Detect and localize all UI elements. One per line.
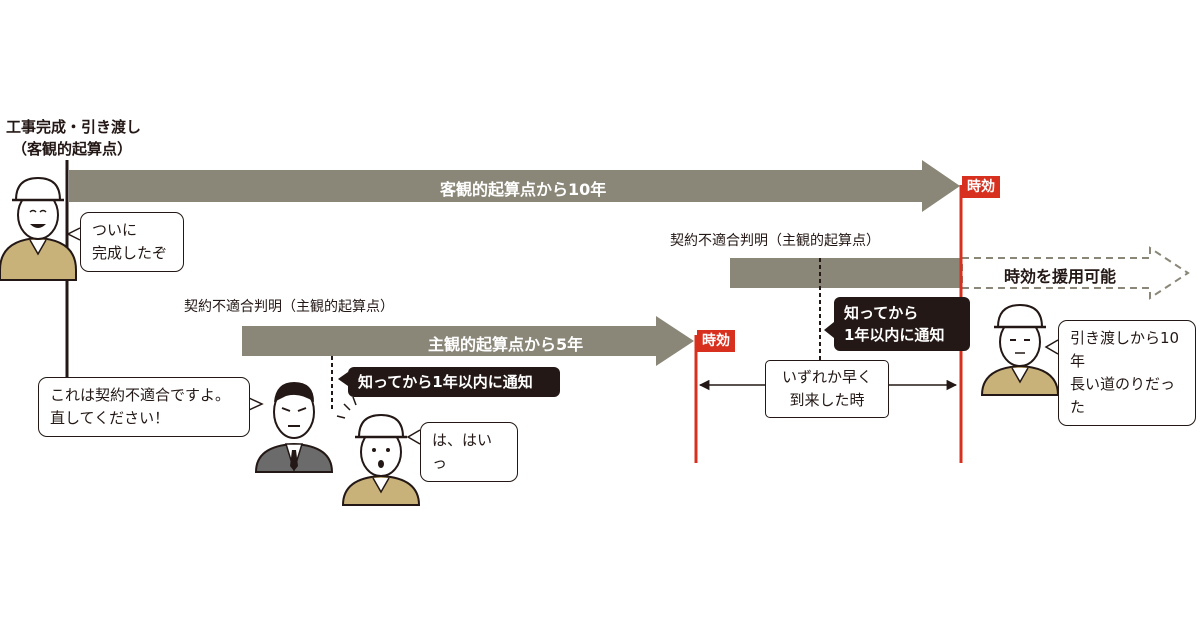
bubble-tail-late <box>1044 339 1059 355</box>
adopt-arrow-dashed <box>961 246 1190 300</box>
start-point-label: 工事完成・引き渡し （客観的起算点） <box>6 116 141 160</box>
subjective-arrow-label: 主観的起算点から5年 <box>428 335 584 354</box>
builder-happy-figure <box>0 176 77 281</box>
builder-late-line2: 長い道のりだった <box>1070 375 1176 416</box>
ten-year-limit-flag: 時効 <box>962 176 1000 198</box>
whichever-line2: 到来した時 <box>789 391 865 409</box>
builder-calm-figure <box>980 303 1060 396</box>
five-year-limit-flag: 時効 <box>697 330 735 352</box>
lower-notice-box: 知ってから1年以内に通知 <box>348 367 560 397</box>
notice-tail-lower <box>338 372 348 386</box>
objective-arrow-label: 客観的起算点から10年 <box>440 180 607 199</box>
builder-reply-text: は、はいっ <box>432 431 493 472</box>
subjective-arrow <box>242 316 694 366</box>
upper-subjective-bar <box>730 258 962 288</box>
builder-done-line2: 完成したぞ <box>92 244 168 262</box>
builder-late-bubble: 引き渡しから10年 長い道のりだった <box>1058 320 1196 426</box>
whichever-line1: いずれか早く <box>781 368 872 386</box>
bubble-tail-claim <box>248 397 264 411</box>
upper-notice-line1: 知ってから <box>844 304 919 322</box>
builder-startled-figure <box>336 396 421 506</box>
upper-notice-line2: 1年以内に通知 <box>844 326 945 344</box>
objective-arrow <box>69 160 960 212</box>
builder-done-line1: ついに <box>92 221 138 239</box>
bubble-tail-reply <box>406 429 421 445</box>
lower-notice-text: 知ってから1年以内に通知 <box>358 373 533 391</box>
client-claim-bubble: これは契約不適合ですよ。 直してください！ <box>38 377 250 437</box>
upper-trigger-label: 契約不適合判明（主観的起算点） <box>670 233 880 249</box>
client-figure <box>254 382 334 473</box>
lower-trigger-label: 契約不適合判明（主観的起算点） <box>184 299 394 315</box>
start-point-line1: 工事完成・引き渡し <box>6 118 142 136</box>
builder-late-line1: 引き渡しから10年 <box>1070 329 1180 370</box>
adopt-arrow-label: 時効を援用可能 <box>1004 267 1117 286</box>
start-point-line2: （客観的起算点） <box>12 140 133 158</box>
bubble-tail-done <box>66 227 81 241</box>
client-claim-line1: これは契約不適合ですよ。 <box>50 386 231 404</box>
builder-reply-bubble: は、はいっ <box>420 422 518 482</box>
notice-tail-upper <box>824 322 834 338</box>
builder-done-bubble: ついに 完成したぞ <box>80 212 184 272</box>
client-claim-line2: 直してください！ <box>50 409 170 427</box>
whichever-earlier-box: いずれか早く 到来した時 <box>765 360 889 418</box>
upper-notice-box: 知ってから 1年以内に通知 <box>834 297 970 351</box>
